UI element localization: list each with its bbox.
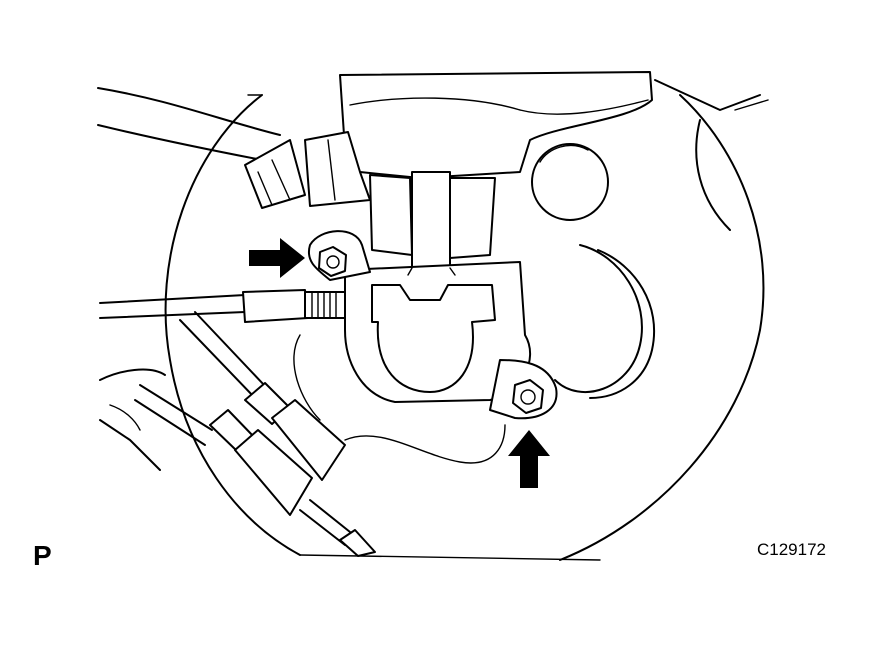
- right-frame: [654, 79, 769, 231]
- upper-bolt-assembly: [307, 230, 371, 281]
- lower-bolt-assembly: [489, 359, 558, 420]
- arrow-upper-bolt: [249, 238, 305, 278]
- parking-cables: [134, 311, 376, 557]
- shaft: [369, 171, 496, 269]
- caliper-bracket: [344, 261, 531, 403]
- upper-housing: [304, 71, 653, 207]
- brake-hose: [97, 87, 306, 209]
- cable-rod: [99, 289, 346, 323]
- backing-plate: [164, 94, 765, 561]
- plate-hole: [531, 143, 609, 221]
- figure-code: C129172: [757, 540, 827, 559]
- lower-left-linkage: [99, 368, 166, 471]
- sensor-wire: [293, 334, 506, 464]
- arrow-lower-bolt: [508, 430, 550, 488]
- view-marker: P: [33, 540, 52, 571]
